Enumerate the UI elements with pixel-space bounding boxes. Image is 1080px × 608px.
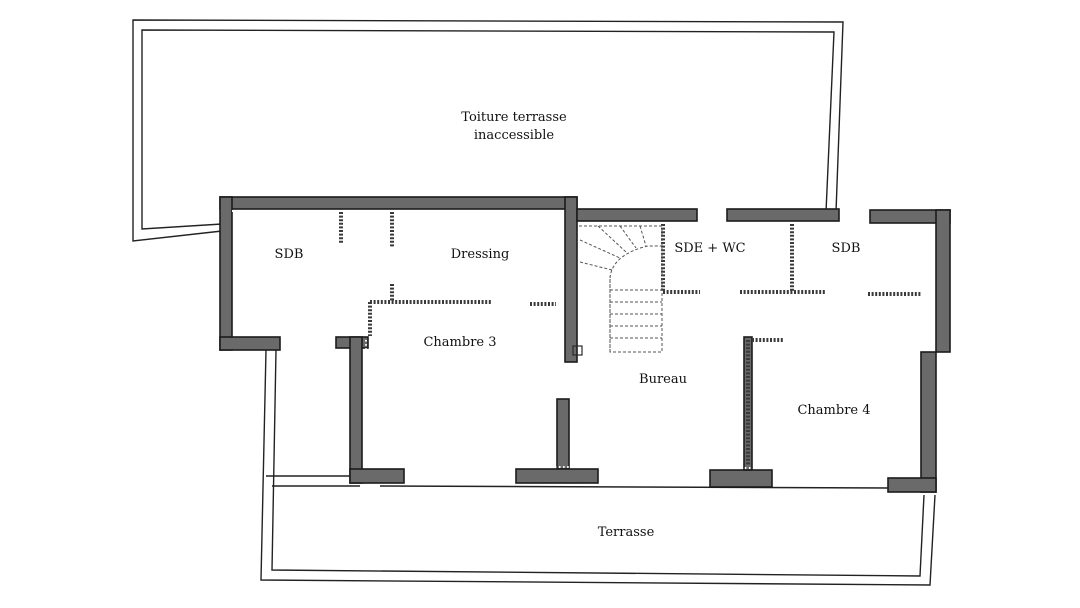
- label-terrasse: Terrasse: [598, 525, 655, 540]
- label-toiture-line1: Toiture terrasse: [461, 110, 567, 125]
- roof-terrace-outline: [132, 19, 844, 242]
- label-dressing: Dressing: [451, 247, 510, 262]
- label-sde-wc: SDE + WC: [674, 241, 745, 256]
- exterior-walls: [219, 196, 951, 493]
- label-chambre-4: Chambre 4: [797, 403, 870, 418]
- label-toiture-line2: inaccessible: [474, 128, 555, 143]
- label-bureau: Bureau: [639, 372, 687, 387]
- label-chambre-3: Chambre 3: [423, 335, 496, 350]
- interior-partitions: [339, 212, 922, 466]
- staircase: [572, 225, 663, 356]
- room-labels: Toiture terrasse inaccessible SDB Dressi…: [275, 110, 871, 540]
- terrace-outline: [260, 349, 936, 586]
- label-sdb-right: SDB: [832, 241, 861, 256]
- wall-insulation: [232, 210, 935, 477]
- label-sdb-left: SDB: [275, 247, 304, 262]
